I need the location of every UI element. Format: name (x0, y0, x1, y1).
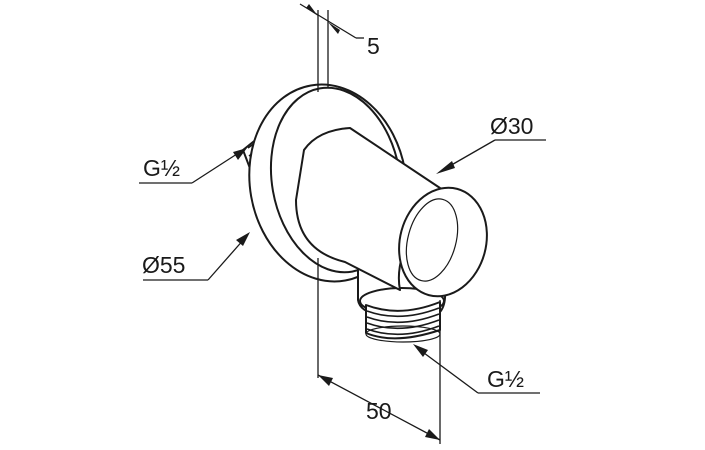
dim-flange-thickness: 5 (299, 3, 380, 92)
wall-elbow-part (242, 83, 488, 343)
outlet-diameter-label: Ø30 (490, 113, 533, 139)
dim-outlet-thread: G½ (413, 344, 540, 394)
inlet-thread-label: G½ (143, 155, 180, 181)
dim-outlet-diameter: Ø30 (436, 113, 546, 174)
dim-depth: 50 (317, 258, 441, 444)
flange-thickness-label: 5 (367, 33, 380, 59)
depth-label: 50 (366, 398, 392, 424)
cylinder-body (295, 127, 488, 298)
flange-diameter-label: Ø55 (142, 252, 185, 278)
dim-inlet-thread: G½ (139, 148, 247, 184)
outlet-thread-label: G½ (487, 366, 524, 392)
dim-flange-diameter: Ø55 (142, 232, 250, 281)
